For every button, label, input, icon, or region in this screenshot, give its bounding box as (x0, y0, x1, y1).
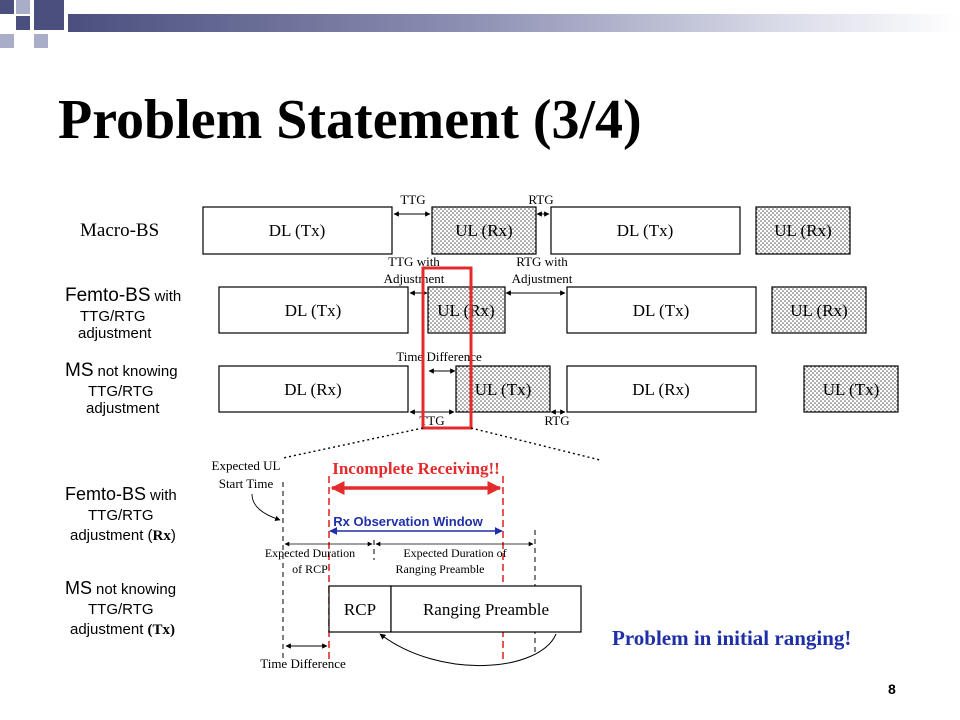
ttg-adj-label-1: TTG with (388, 254, 440, 269)
expected-ul-pointer (251, 493, 281, 522)
logo-square-1 (0, 0, 14, 14)
cyclic-prefix-curve (379, 633, 557, 667)
ms-rtg-label: RTG (544, 413, 569, 428)
rtg-label-top: RTG (528, 192, 553, 207)
detail-femto-l3c: ) (171, 527, 176, 544)
femto-block-ul1-text: UL (Rx) (437, 301, 494, 320)
ttg-adj-label-2: Adjustment (384, 271, 445, 286)
detail-ms-main: MS (65, 578, 92, 598)
ranging-preamble-block-text: Ranging Preamble (423, 600, 549, 619)
femto-block-ul2 (771, 286, 867, 334)
expected-preamble-label-2: Ranging Preamble (396, 562, 485, 576)
macro-block-ul2 (755, 206, 851, 255)
ms-main: MS (65, 360, 94, 381)
row-label-macro-bs: Macro-BS (80, 220, 159, 241)
problem-note: Problem in initial ranging! (612, 626, 852, 650)
ms-label-line3: adjustment (86, 400, 160, 417)
femto-block-dl1 (218, 286, 409, 334)
highlight-box (421, 266, 473, 430)
macro-block-dl1 (202, 206, 393, 255)
rtg-adj-label-1: RTG with (516, 254, 568, 269)
header-gradient-bar (68, 14, 960, 32)
rcp-block (328, 585, 392, 633)
femto-label-line2: TTG/RTG (80, 308, 146, 325)
page-number: 8 (888, 681, 896, 697)
time-difference-label-bottom: Time Difference (260, 656, 346, 671)
zoom-line-right (470, 427, 601, 461)
macro-block-ul1 (431, 206, 537, 255)
femto-label-line3: adjustment (78, 325, 152, 342)
detail-femto-line2: TTG/RTG (88, 507, 154, 524)
femto-main: Femto-BS (65, 285, 151, 306)
femto-block-ul2-text: UL (Rx) (790, 301, 847, 320)
ms-block-dl1 (218, 365, 409, 413)
detail-ms-line2: TTG/RTG (88, 601, 154, 618)
macro-block-ul1-text: UL (Rx) (455, 221, 512, 240)
rtg-adj-label-2: Adjustment (512, 271, 573, 286)
rcp-block-text: RCP (344, 600, 376, 619)
detail-femto-main: Femto-BS (65, 484, 146, 504)
expected-ul-label-1: Expected UL (212, 458, 281, 473)
femto-block-ul1 (427, 286, 506, 334)
detail-ms-l3b: (Tx) (148, 622, 176, 638)
expected-ul-label-2: Start Time (219, 476, 274, 491)
time-difference-label-top: Time Difference (396, 349, 482, 364)
detail-femto-l3b: Rx (153, 528, 172, 544)
logo-square-5 (34, 34, 48, 48)
detail-ms-small: not knowing (96, 581, 176, 598)
logo-square-2 (16, 0, 30, 14)
page-title: Problem Statement (3/4) (58, 89, 642, 151)
ms-block-ul2 (803, 365, 899, 413)
ms-block-dl1-text: DL (Rx) (284, 380, 341, 399)
femto-block-dl1-text: DL (Tx) (285, 301, 342, 320)
ms-label-line2: TTG/RTG (88, 383, 154, 400)
expected-rcp-label-1: Expected Duration (265, 546, 355, 560)
expected-rcp-label-2: of RCP (292, 562, 328, 576)
zoom-line-left (282, 427, 424, 459)
femto-block-dl2 (566, 286, 757, 334)
macro-block-dl1-text: DL (Tx) (269, 221, 326, 240)
detail-femto-small: with (149, 487, 177, 504)
ms-block-ul1-text: UL (Tx) (475, 380, 532, 399)
ranging-preamble-block (390, 585, 582, 633)
detail-ms-line3: adjustment (Tx) (70, 621, 175, 638)
ttg-label-top: TTG (400, 192, 425, 207)
expected-preamble-label-1: Expected Duration of (403, 546, 506, 560)
macro-block-ul2-text: UL (Rx) (774, 221, 831, 240)
incomplete-receiving-label: Incomplete Receiving!! (332, 459, 500, 478)
detail-femto-l3a: adjustment ( (70, 527, 153, 544)
ms-small: not knowing (98, 363, 178, 380)
logo-square-3 (34, 0, 64, 30)
detail-ms-l3a: adjustment (70, 621, 148, 638)
ms-block-ul2-text: UL (Tx) (823, 380, 880, 399)
ms-block-dl2 (566, 365, 757, 413)
observation-window-label: Rx Observation Window (333, 514, 483, 529)
detail-femto-line3: adjustment (Rx) (70, 527, 176, 544)
ms-ttg-label: TTG (419, 413, 444, 428)
femto-small: with (154, 288, 182, 305)
femto-block-dl2-text: DL (Tx) (633, 301, 690, 320)
macro-block-dl2-text: DL (Tx) (617, 221, 674, 240)
macro-block-dl2 (550, 206, 741, 255)
ms-block-dl2-text: DL (Rx) (632, 380, 689, 399)
logo-square-6 (0, 34, 14, 48)
logo-square-4 (16, 16, 30, 30)
